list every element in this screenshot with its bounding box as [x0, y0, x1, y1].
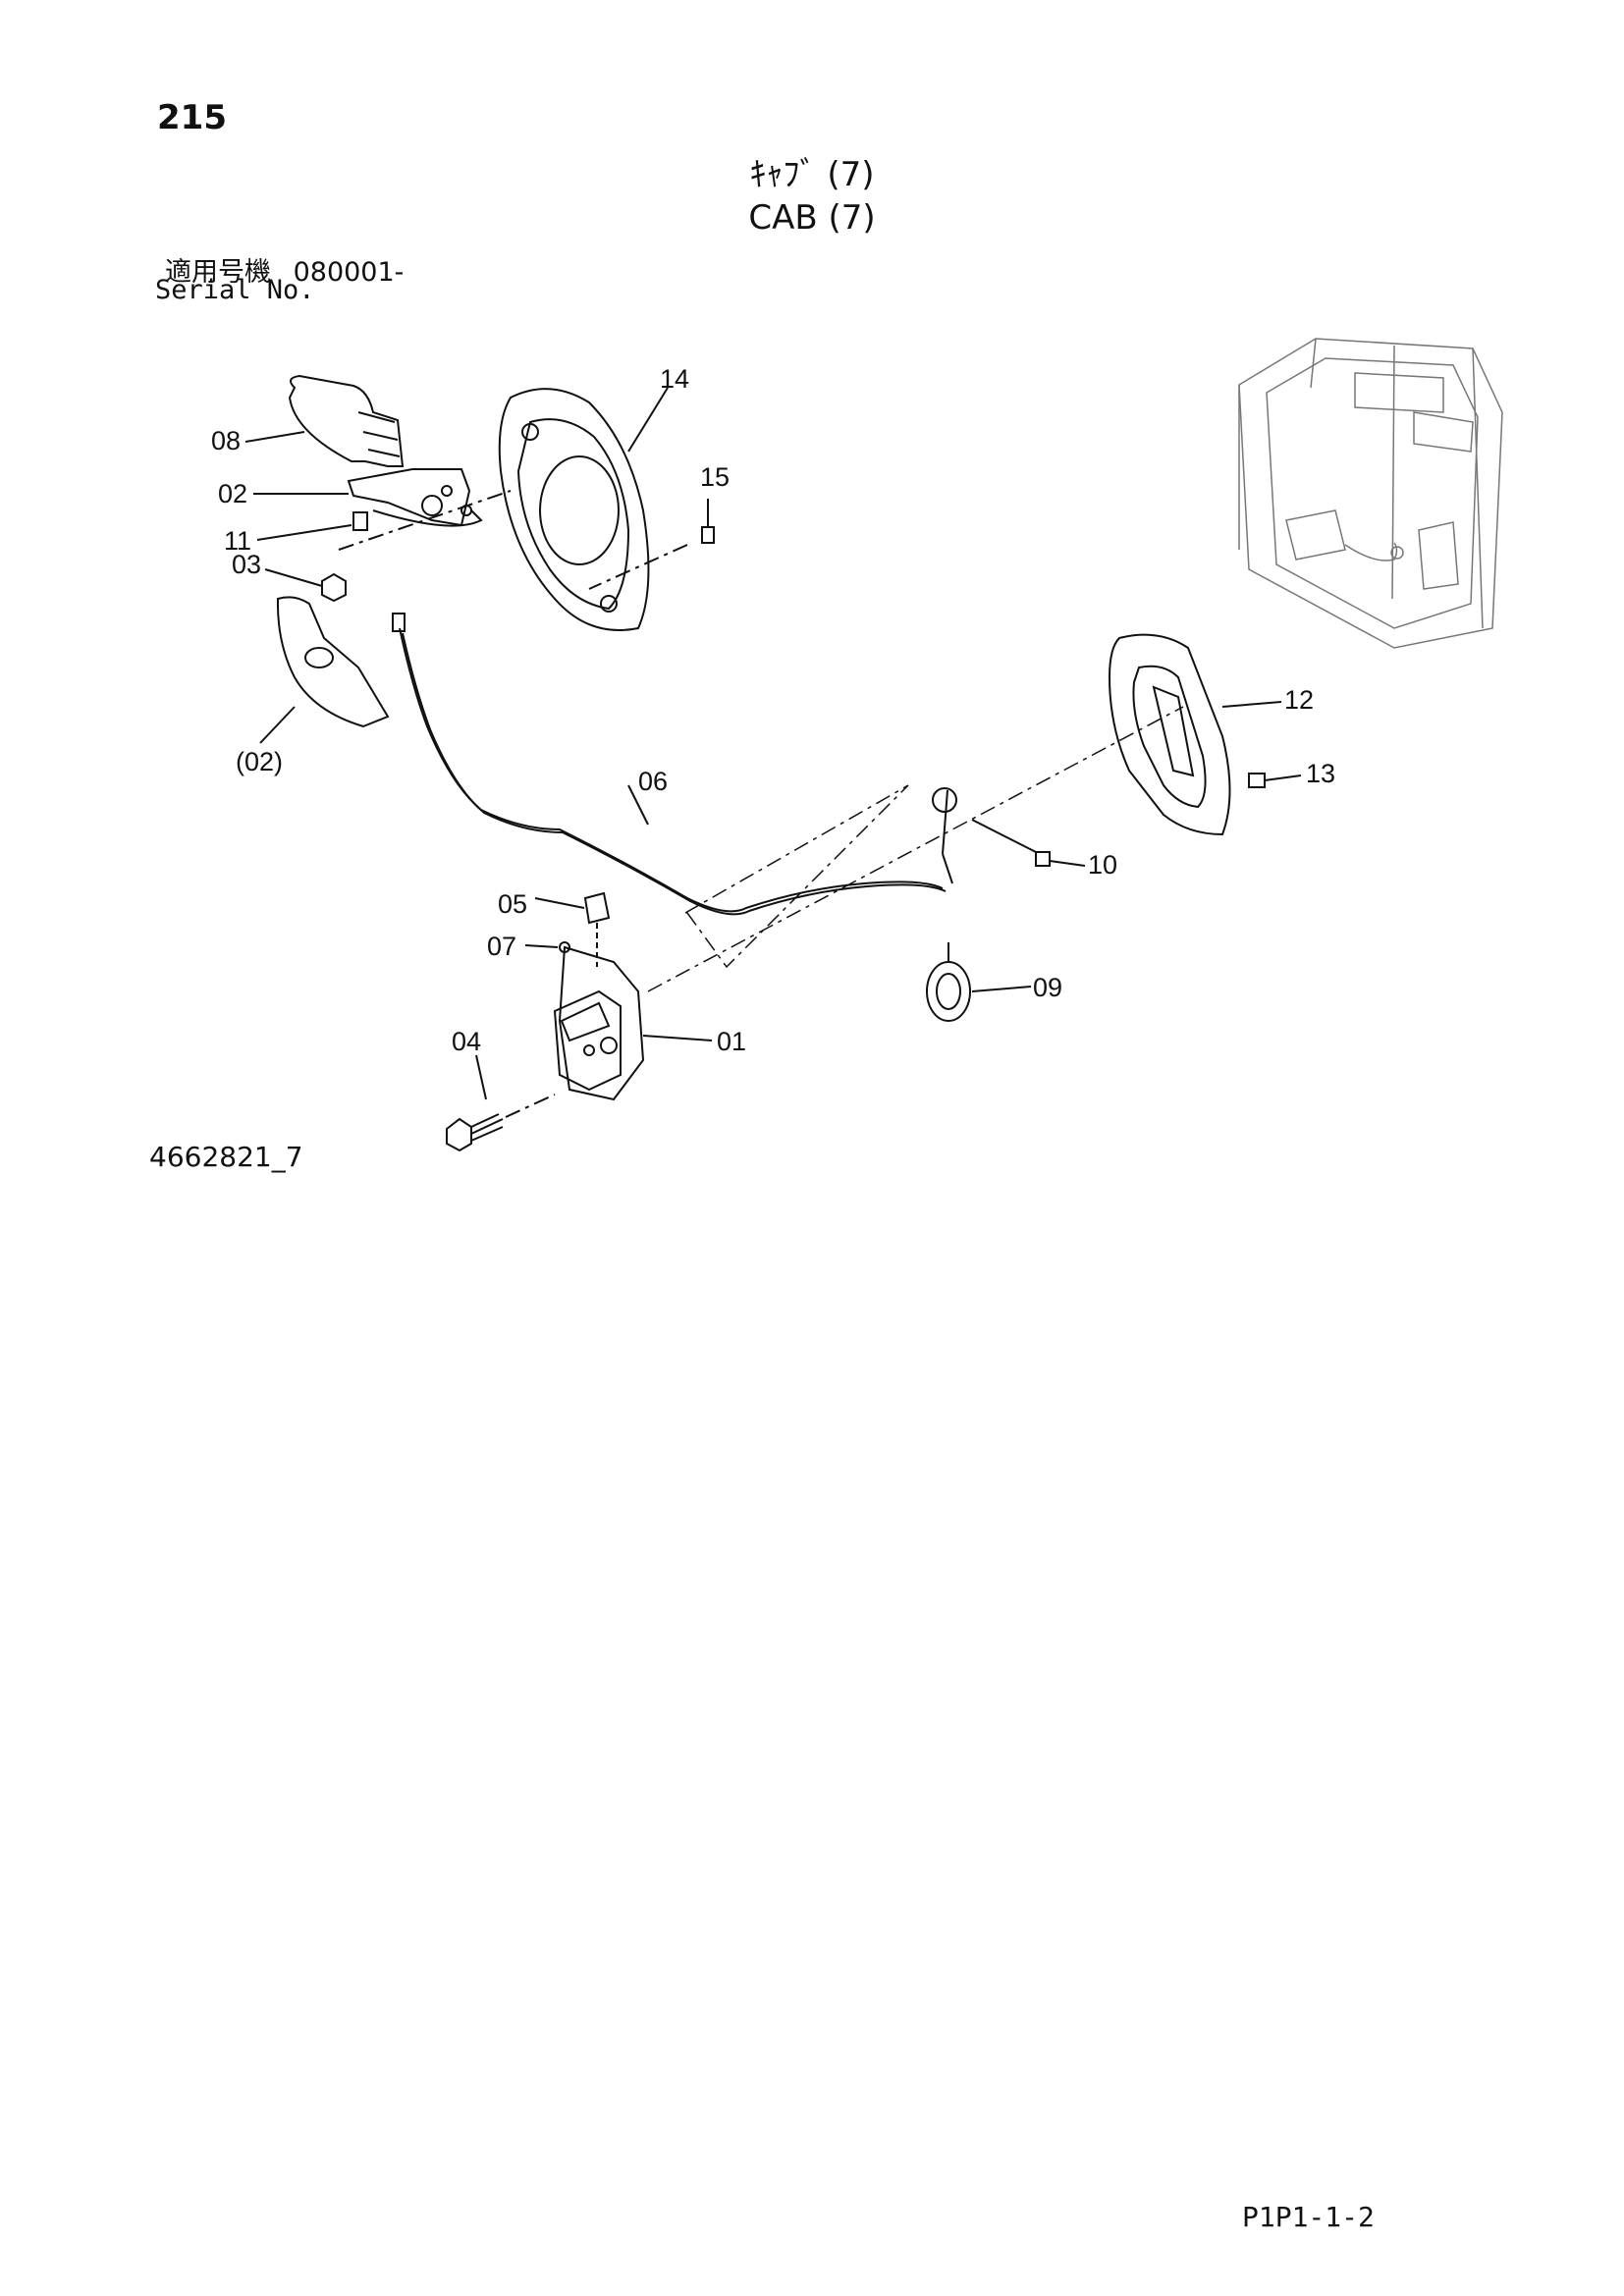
serial-value: 080001- [293, 257, 405, 288]
screw-part-13 [1248, 773, 1302, 788]
part-label-07: 07 [487, 932, 516, 961]
escutcheon-part-14 [498, 387, 669, 631]
plate-part-02-ref [259, 490, 512, 744]
ring-part-09 [926, 942, 1032, 1022]
serial-applicability: 適用号機 080001- [165, 250, 404, 289]
bolt-part-04 [446, 1054, 556, 1152]
part-label-03: 03 [232, 550, 261, 579]
serial-label-english: Serial No. [155, 275, 315, 305]
part-label-13: 13 [1306, 759, 1335, 788]
title-english: CAB (7) [748, 198, 876, 238]
part-label-02: 02 [218, 479, 247, 508]
part-label-05: 05 [498, 889, 527, 919]
part-label-08: 08 [211, 426, 241, 455]
recess-panel-part-12 [1108, 633, 1282, 836]
part-label-06: 06 [638, 767, 668, 796]
part-label-12: 12 [1284, 685, 1314, 715]
bolt-part-03 [264, 568, 347, 603]
screw-part-07 [524, 941, 570, 953]
serial-label-japanese: 適用号機 [165, 257, 271, 288]
page-number: 215 [157, 98, 227, 137]
part-label-09: 09 [1033, 973, 1062, 1002]
cab-overview-thumbnail [1238, 338, 1503, 649]
part-label-04: 04 [452, 1027, 481, 1056]
cable-part-06 [392, 613, 957, 916]
part-label-14: 14 [660, 364, 689, 394]
part-label-02-ref: (02) [236, 747, 283, 776]
screw-part-15 [588, 499, 715, 590]
latch-part-01 [553, 945, 713, 1101]
figure-code: 4662821_7 [149, 1141, 303, 1173]
screw-part-10 [971, 819, 1086, 867]
screw-part-11 [256, 511, 368, 541]
bracket-part-02 [253, 468, 483, 527]
part-label-10: 10 [1088, 850, 1117, 880]
part-label-15: 15 [700, 462, 730, 492]
clip-part-05 [534, 891, 611, 967]
assembly-outline [682, 784, 909, 969]
part-label-01: 01 [717, 1027, 746, 1056]
page-reference: P1P1-1-2 [1242, 2201, 1375, 2233]
handle-part-08 [244, 374, 405, 467]
title-japanese: ｷｬﾌﾞ (7) [749, 155, 875, 194]
part-label-11: 11 [224, 526, 251, 556]
center-line [647, 706, 1184, 992]
